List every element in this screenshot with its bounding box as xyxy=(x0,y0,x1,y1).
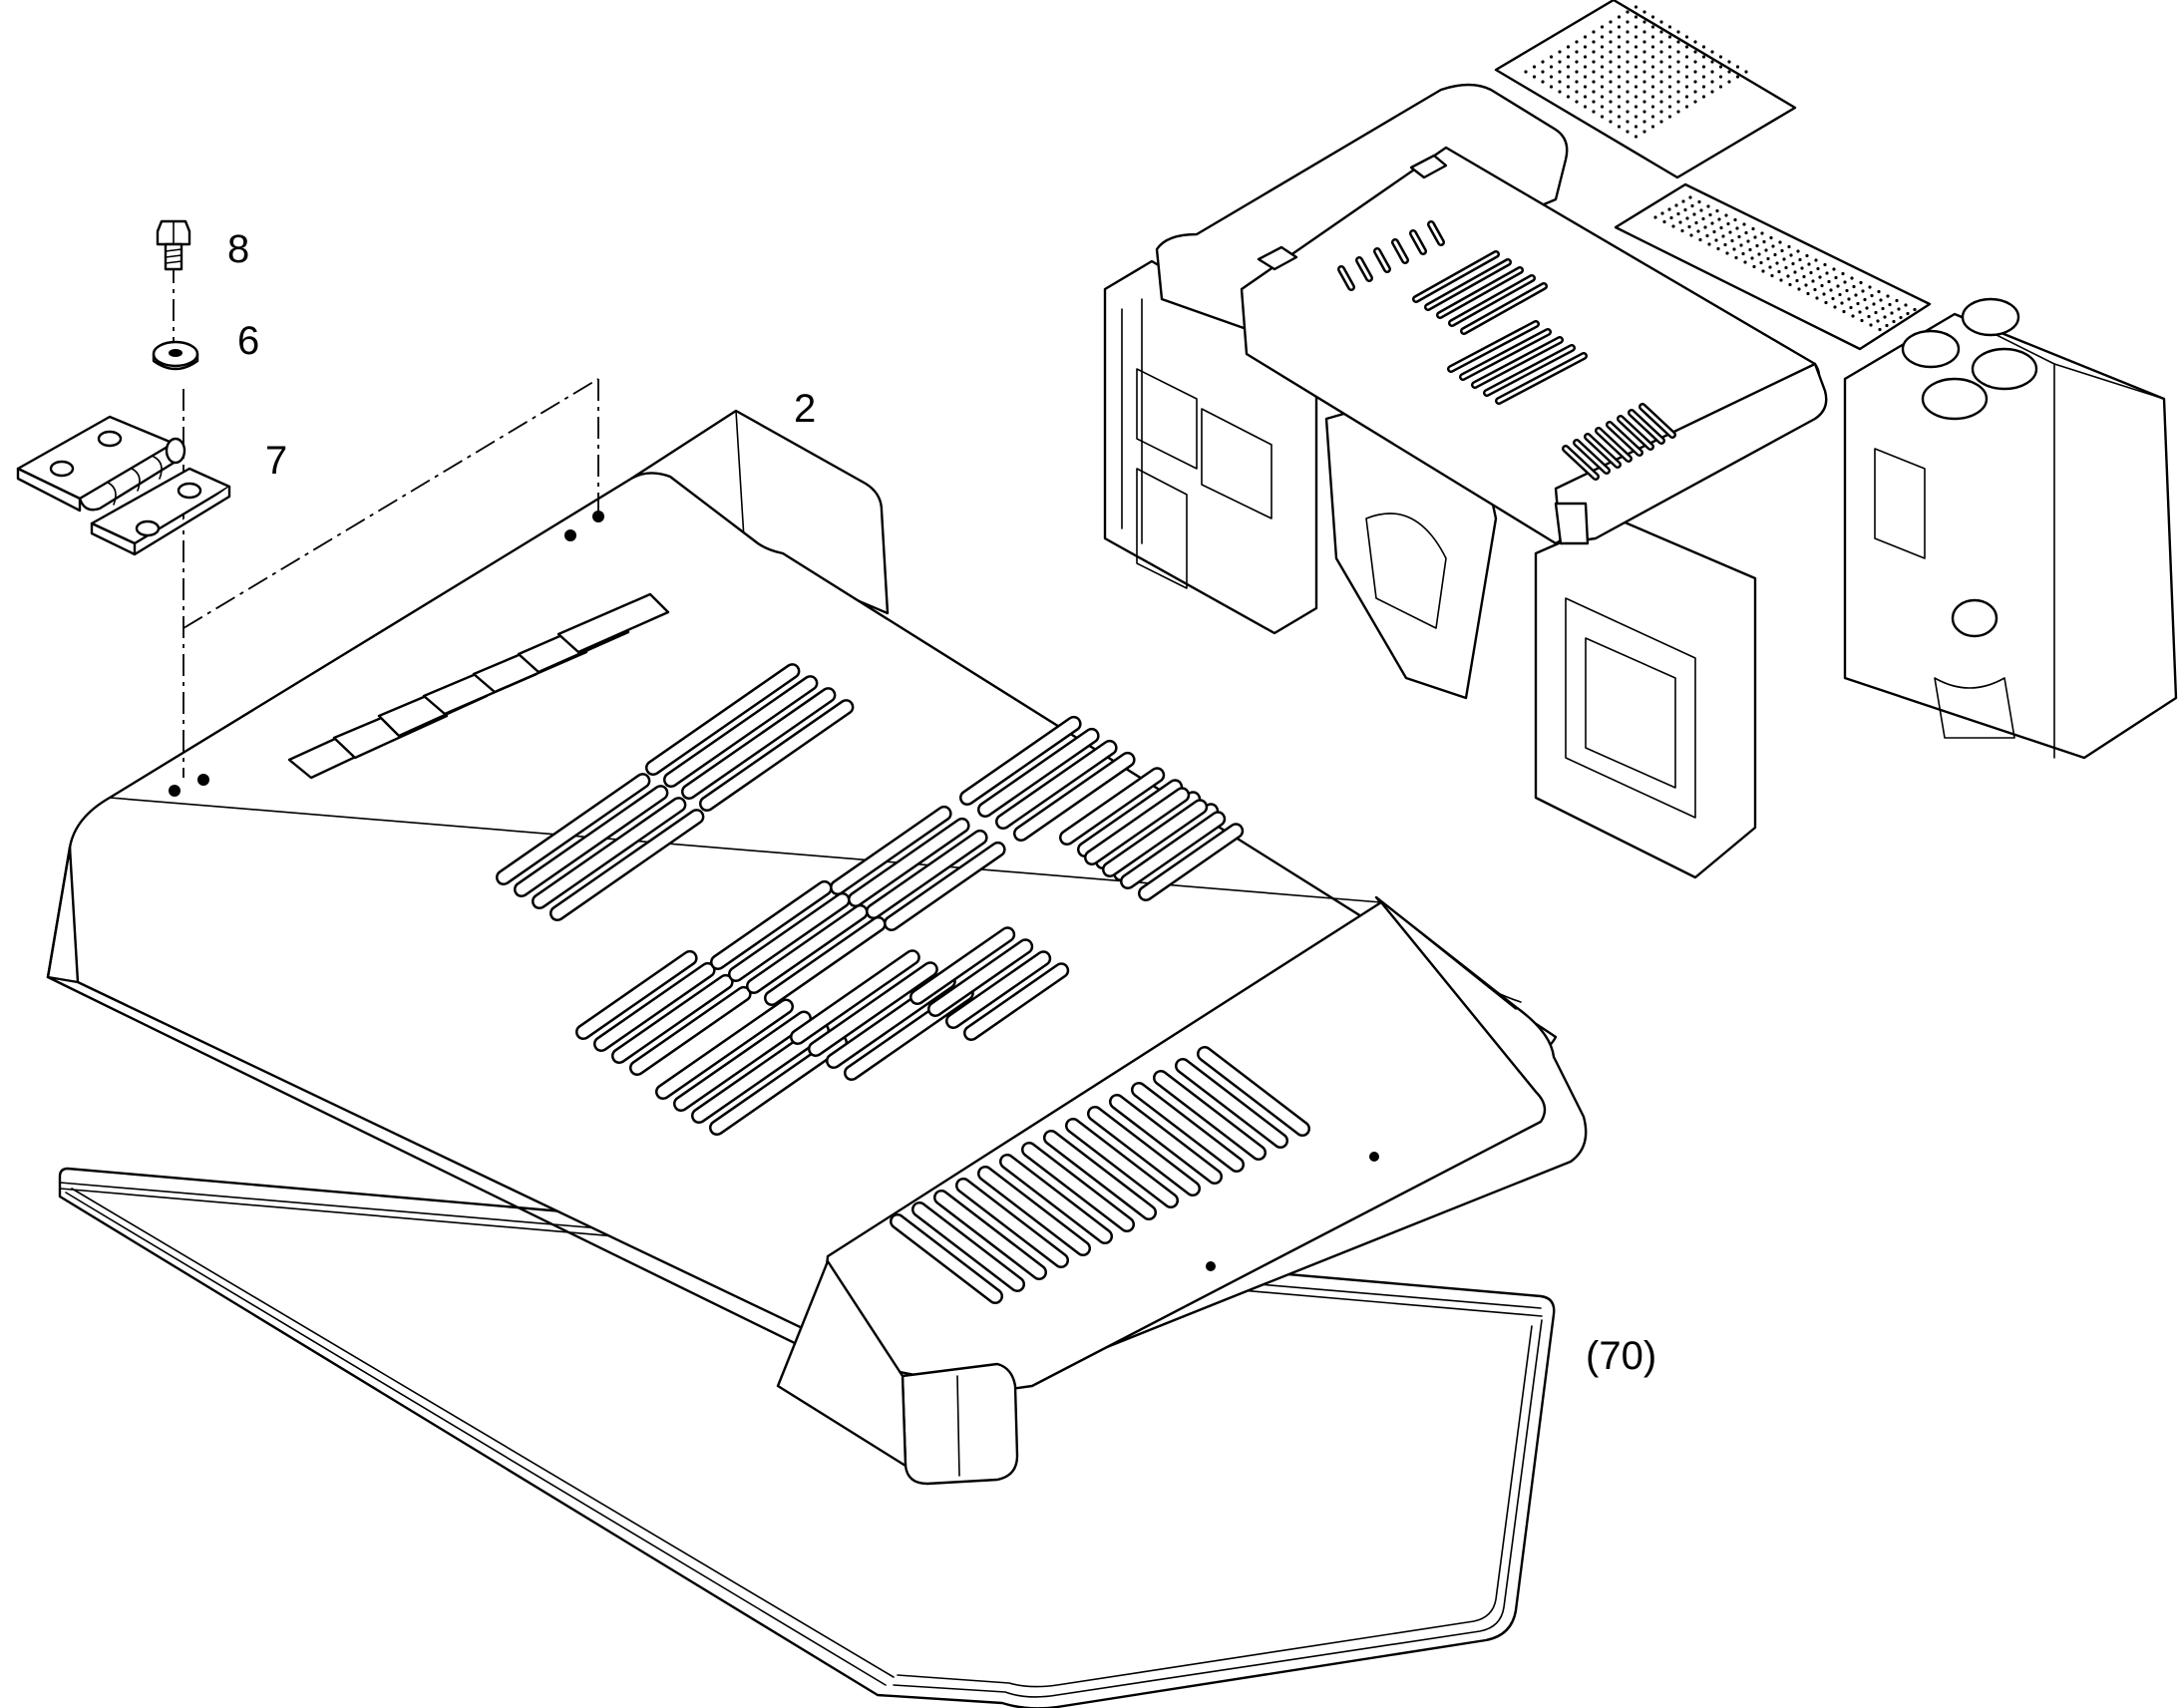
callout-hinge-7: 7 xyxy=(265,439,288,483)
slot-louvers xyxy=(496,663,1245,1136)
rect-vents xyxy=(287,592,670,780)
mount-hole xyxy=(1369,1152,1379,1162)
mount-hole xyxy=(197,774,209,786)
inset-machine-assembly xyxy=(1103,0,2178,879)
hinge-7 xyxy=(16,415,231,556)
perforated-plate xyxy=(1653,195,1917,332)
bolt-8 xyxy=(156,219,191,271)
washer-6 xyxy=(152,340,199,371)
callout-bolt-8: 8 xyxy=(227,227,250,271)
front-louvers xyxy=(890,1046,1310,1304)
engine-cover-2 xyxy=(46,409,1588,1486)
callout-washer-6: 6 xyxy=(237,319,260,363)
inset-louvers xyxy=(1337,220,1676,481)
mount-hole xyxy=(592,511,604,522)
mount-hole xyxy=(1206,1261,1216,1271)
callout-cover-2: 2 xyxy=(794,387,817,431)
mount-hole xyxy=(169,785,181,797)
callout-seal-70: (70) xyxy=(1586,1334,1657,1378)
mount-hole xyxy=(564,529,576,541)
perforated-plate xyxy=(1524,5,1748,139)
